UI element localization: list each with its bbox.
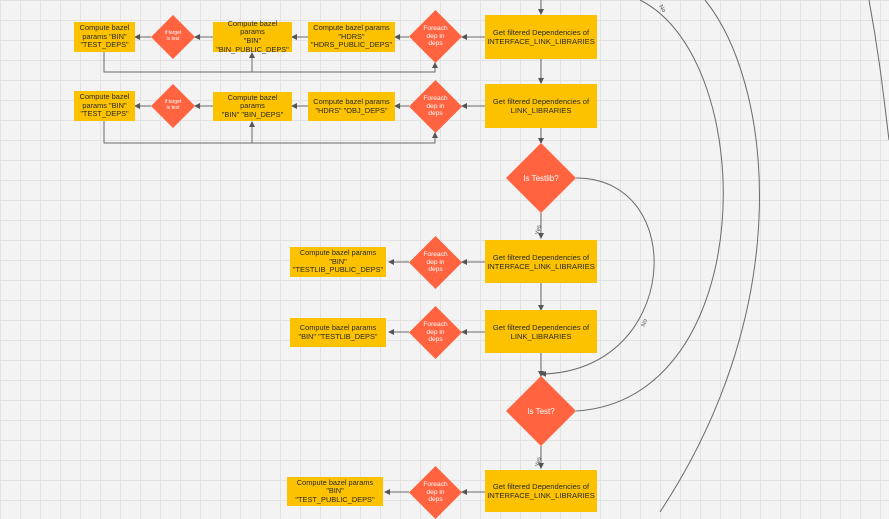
decision-label: if target is test: [164, 99, 182, 111]
compute-bazel-params-hdrs-obj-deps[interactable]: Compute bazel params "HDRS" "OBJ_DEPS": [308, 92, 395, 121]
decision-label: Is Test?: [527, 406, 555, 416]
decision-label: Foreach dep in deps: [423, 481, 448, 504]
edge-istest-no: [575, 0, 724, 412]
compute-bazel-params-hdrs-public-deps[interactable]: Compute bazel params "HDRS" "HDRS_PUBLIC…: [308, 22, 395, 52]
compute-bazel-params-bin-deps[interactable]: Compute bazel params "BIN" "BIN_DEPS": [213, 92, 292, 121]
compute-bazel-params-bin-test-public-deps[interactable]: Compute bazel params "BIN" "TEST_PUBLIC_…: [287, 477, 383, 506]
decision-if-target-is-test-2[interactable]: if target is test: [151, 84, 195, 128]
decision-label: Foreach dep in deps: [423, 95, 448, 118]
decision-foreach-dep-2[interactable]: Foreach dep in deps: [409, 80, 462, 133]
decision-label: Foreach dep in deps: [423, 251, 448, 274]
decision-label: if target is test: [164, 30, 182, 42]
compute-bazel-params-bin-test-deps-2[interactable]: Compute bazel params "BIN" "TEST_DEPS": [74, 91, 135, 121]
decision-foreach-dep-4[interactable]: Foreach dep in deps: [409, 306, 462, 359]
decision-foreach-dep-5[interactable]: Foreach dep in deps: [409, 466, 462, 519]
get-filtered-interface-link-libraries-3[interactable]: Get filtered Dependencies of INTERFACE_L…: [485, 470, 597, 512]
edge-testlib-no: [540, 177, 655, 377]
decision-label: Is Testlib?: [523, 173, 559, 183]
compute-bazel-params-bin-testlib-deps[interactable]: Compute bazel params "BIN" "TESTLIB_DEPS…: [290, 318, 386, 347]
edge-right-far-1: [659, 0, 760, 512]
decision-is-test[interactable]: Is Test?: [506, 376, 576, 446]
compute-bazel-params-bin-public-deps[interactable]: Compute bazel params "BIN" "BIN_PUBLIC_D…: [213, 19, 292, 53]
compute-bazel-params-bin-testlib-public-deps[interactable]: Compute bazel params "BIN" "TESTLIB_PUBL…: [290, 247, 386, 277]
get-filtered-interface-link-libraries-2[interactable]: Get filtered Dependencies of INTERFACE_L…: [485, 240, 597, 283]
compute-bazel-params-bin-test-deps-1[interactable]: Compute bazel params "BIN" "TEST_DEPS": [74, 22, 135, 52]
decision-foreach-dep-3[interactable]: Foreach dep in deps: [409, 236, 462, 289]
get-filtered-link-libraries-2[interactable]: Get filtered Dependencies of LINK_LIBRAR…: [485, 310, 597, 353]
decision-foreach-dep-1[interactable]: Foreach dep in deps: [409, 10, 462, 63]
edge-row2-return: [103, 121, 438, 144]
get-filtered-link-libraries-1[interactable]: Get filtered Dependencies of LINK_LIBRAR…: [485, 84, 597, 128]
decision-label: Foreach dep in deps: [423, 321, 448, 344]
decision-label: Foreach dep in deps: [423, 25, 448, 48]
get-filtered-interface-link-libraries-1[interactable]: Get filtered Dependencies of INTERFACE_L…: [485, 15, 597, 59]
decision-is-testlib[interactable]: Is Testlib?: [506, 143, 576, 213]
edge-row1-return: [103, 52, 438, 73]
decision-if-target-is-test-1[interactable]: if target is test: [151, 15, 195, 59]
edge-right-far-2: [868, 0, 889, 141]
